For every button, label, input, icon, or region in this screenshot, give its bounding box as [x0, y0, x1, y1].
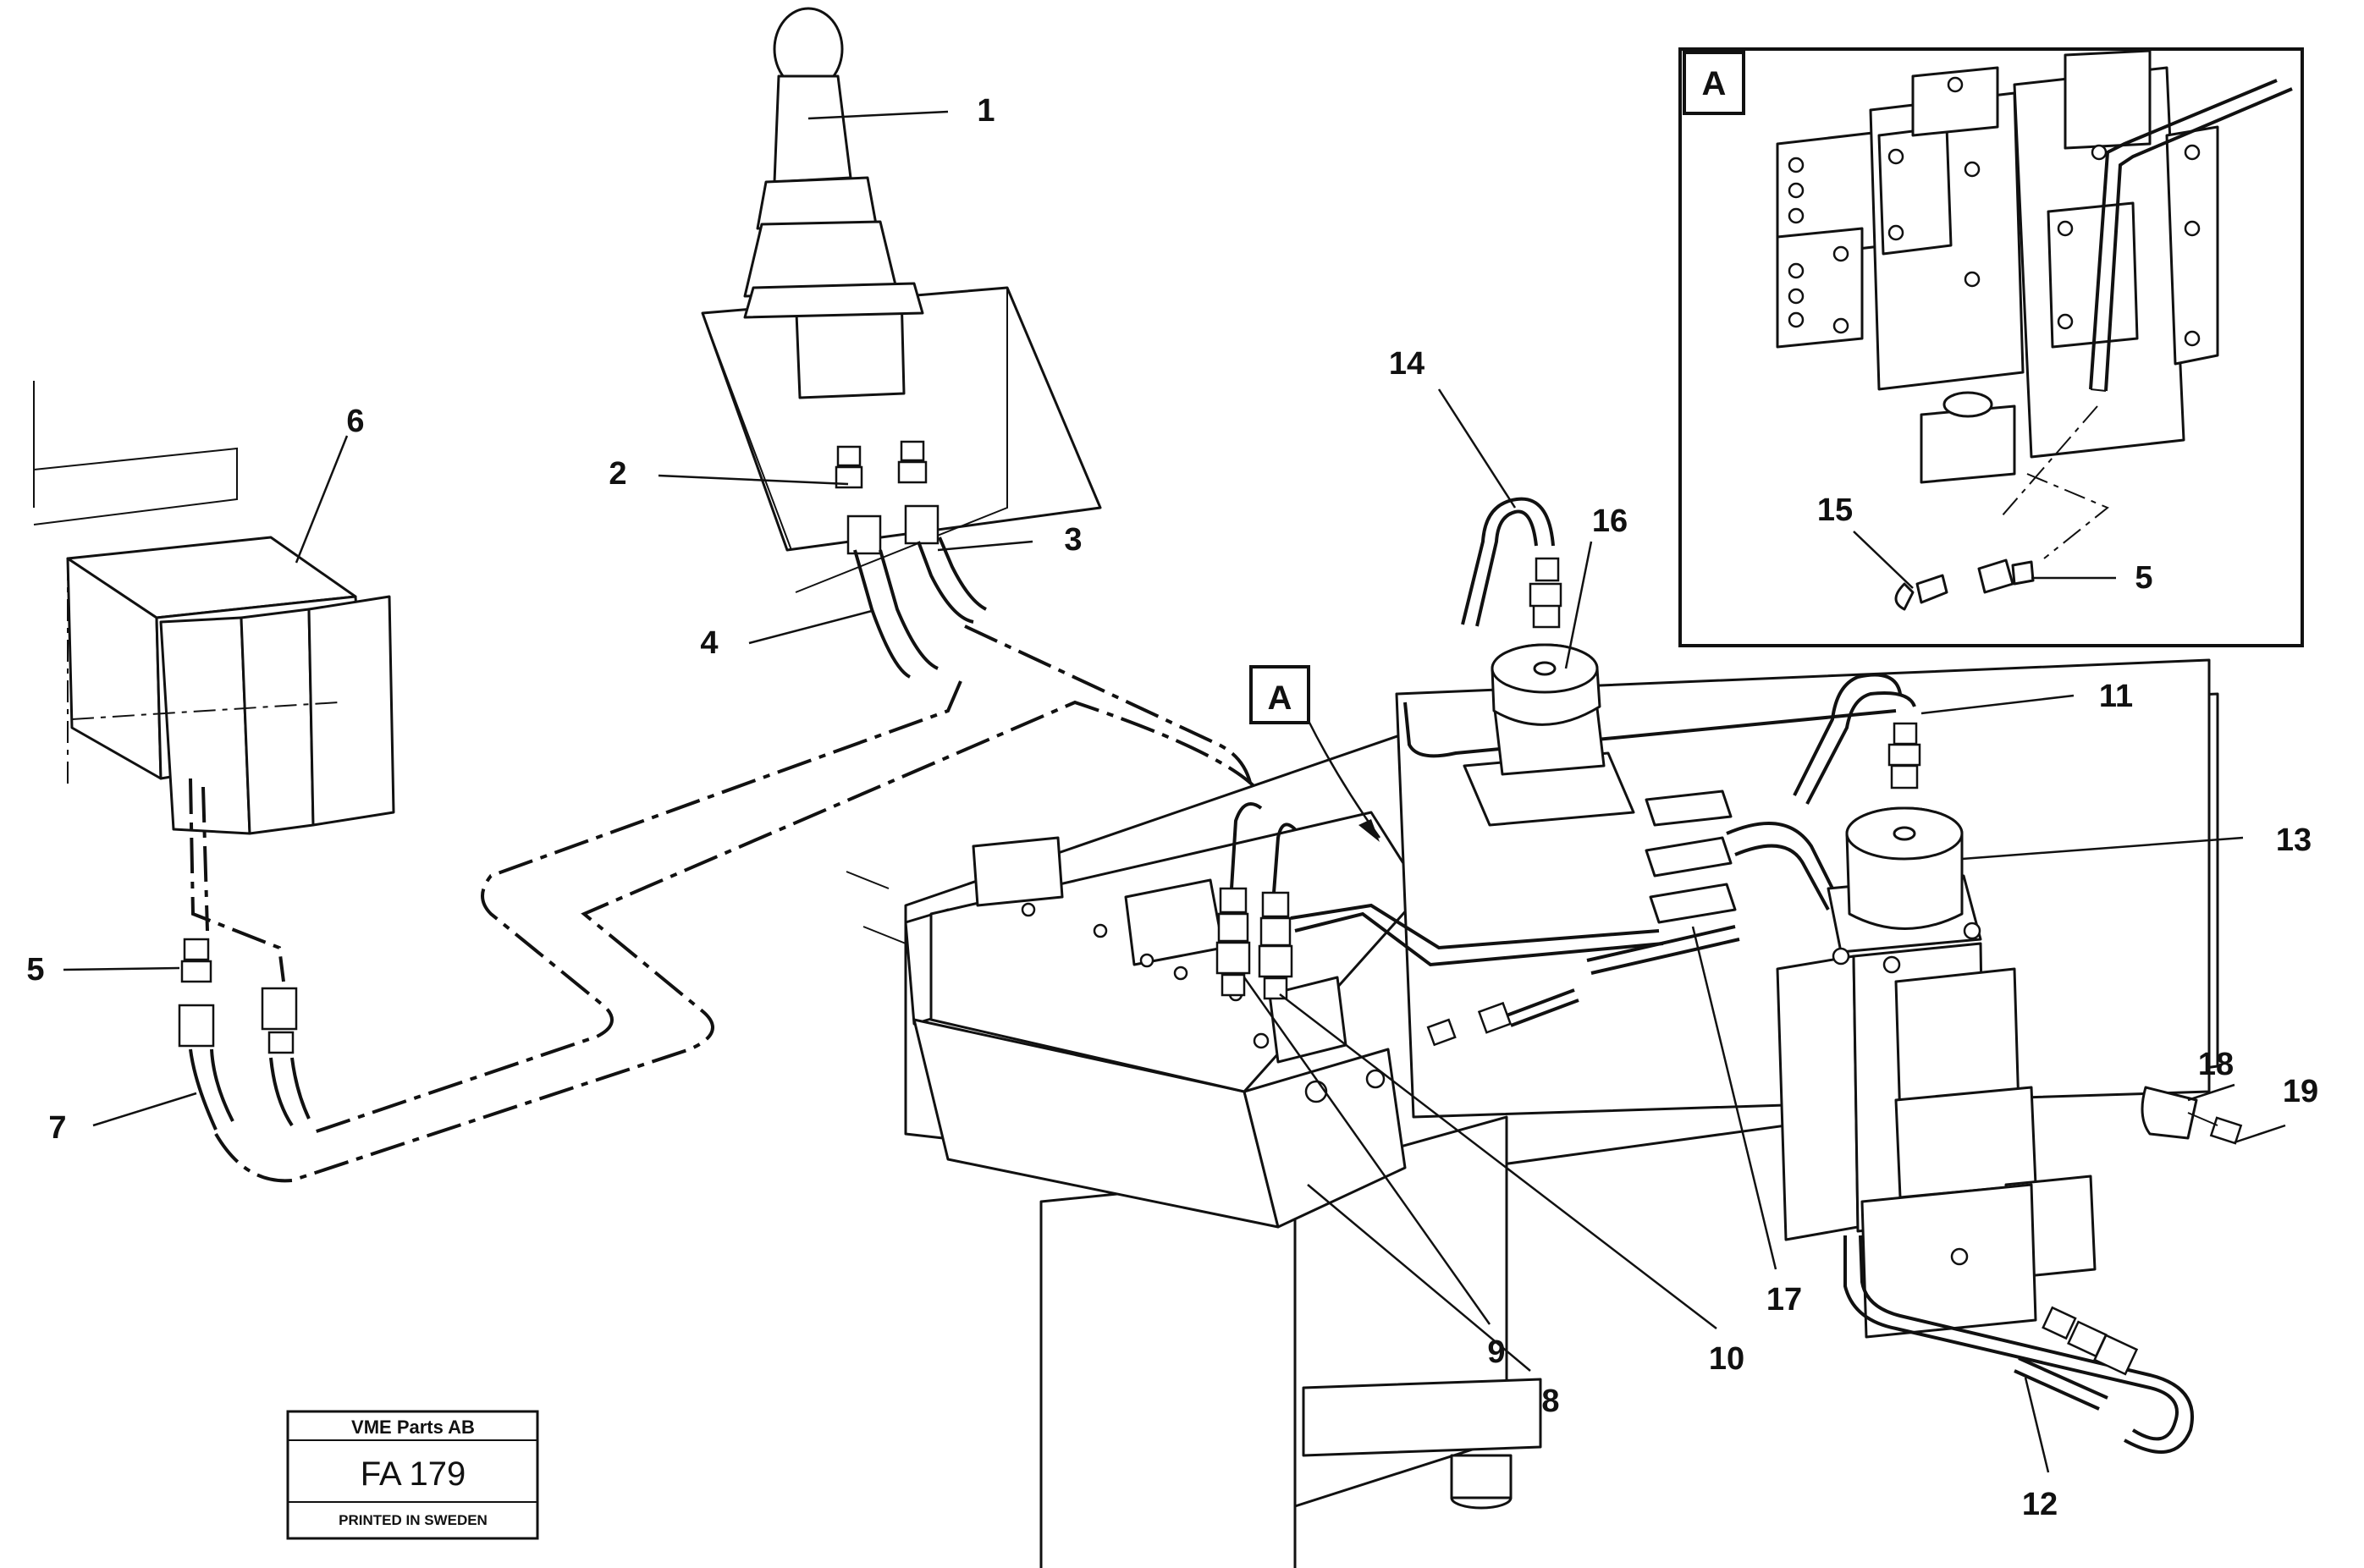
inset-detail-a: A [1678, 47, 2304, 647]
callout-15: 15 [1817, 492, 1853, 528]
fittings-2-3 [835, 440, 940, 555]
callout-8: 8 [1541, 1384, 1559, 1419]
inset-view-label: A [1702, 65, 1727, 102]
leader-lines [63, 110, 2286, 1473]
valve-block-6 [33, 381, 395, 835]
control-lever [701, 7, 1102, 593]
callout-19: 19 [2283, 1074, 2318, 1109]
callout-12: 12 [2022, 1487, 2058, 1522]
callout-5-inset: 5 [2135, 560, 2152, 596]
publisher-stamp: VME Parts AB FA 179 PRINTED IN SWEDEN [286, 1410, 539, 1540]
fittings-5-7 [178, 938, 298, 1054]
view-label-a: A [1268, 679, 1292, 717]
callout-3: 3 [1064, 522, 1082, 558]
callout-14: 14 [1389, 346, 1424, 382]
callout-2: 2 [609, 456, 626, 492]
callout-18: 18 [2198, 1047, 2234, 1082]
stamp-company: VME Parts AB [351, 1417, 475, 1438]
callout-9: 9 [1487, 1334, 1505, 1370]
callout-4: 4 [700, 625, 718, 661]
callout-16: 16 [1592, 503, 1628, 539]
callout-6: 6 [346, 404, 364, 439]
callout-11: 11 [2099, 679, 2133, 714]
callout-10: 10 [1709, 1341, 1744, 1377]
main-valve-assembly [846, 497, 2243, 1568]
callout-1: 1 [977, 93, 995, 129]
callout-5: 5 [26, 952, 44, 988]
callout-7: 7 [48, 1110, 66, 1146]
callout-13: 13 [2276, 823, 2312, 858]
callout-17: 17 [1766, 1282, 1802, 1318]
stamp-printed: PRINTED IN SWEDEN [339, 1512, 488, 1528]
stamp-code: FA 179 [361, 1455, 466, 1493]
callout-numbers: 1 2 3 4 5 6 7 8 9 10 11 12 13 14 15 16 1… [26, 93, 2318, 1522]
